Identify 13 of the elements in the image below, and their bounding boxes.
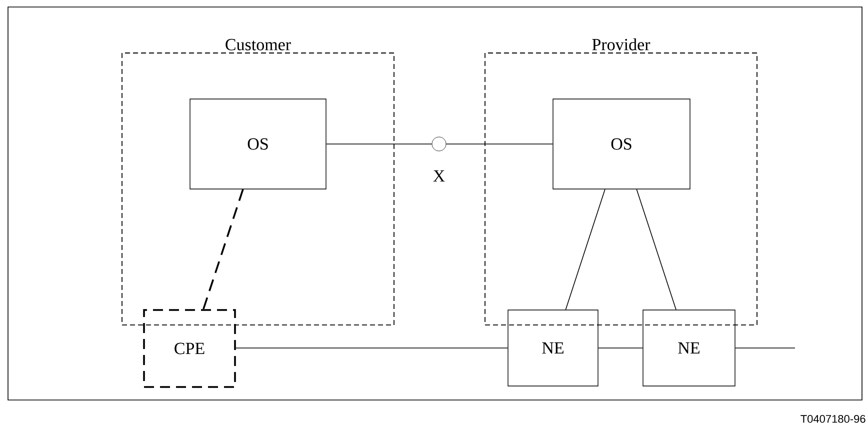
point-label: X bbox=[433, 170, 445, 182]
system-box: OS bbox=[552, 98, 690, 190]
system-box: CPE bbox=[143, 309, 236, 388]
system-box: NE bbox=[642, 310, 736, 386]
connector-line bbox=[202, 189, 244, 310]
connector-line bbox=[636, 188, 676, 310]
system-box: NE bbox=[508, 310, 598, 386]
system-box: OS bbox=[190, 98, 326, 190]
node-label: Provider bbox=[592, 38, 650, 50]
connector-line bbox=[565, 188, 606, 310]
node-label: Customer bbox=[226, 38, 291, 50]
connection-point bbox=[432, 136, 446, 152]
figure-number: T0407180-96 bbox=[800, 415, 866, 423]
